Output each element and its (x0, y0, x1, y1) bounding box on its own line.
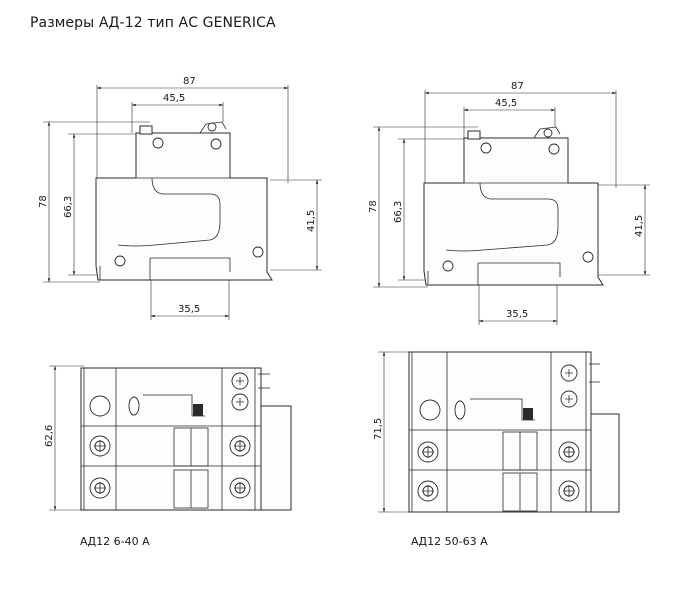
dim-label-width: 87 (511, 81, 524, 92)
side-view-left: 87 45,5 78 66,3 41,5 35,5 (38, 76, 322, 320)
dim-label-front-height: 71,5 (373, 418, 384, 440)
dim-label-inner-width: 45,5 (495, 98, 517, 109)
dim-label-front-height: 62,6 (44, 425, 55, 447)
front-view-50-63: 71,5 (373, 351, 620, 513)
dim-label-width: 87 (183, 76, 196, 87)
dim-label-rail-height: 41,5 (306, 210, 317, 232)
dim-label-rail-height: 41,5 (634, 215, 645, 237)
dim-label-inner-width: 45,5 (163, 93, 185, 104)
dim-label-height: 78 (368, 200, 379, 213)
dim-label-height: 78 (38, 195, 49, 208)
caption-ad12-6-40: АД12 6-40 А (80, 535, 150, 548)
dim-label-bottom-width: 35,5 (506, 309, 528, 320)
page-title: Размеры АД-12 тип АС GENERICA (30, 15, 276, 31)
dim-label-bottom-width: 35,5 (178, 304, 200, 315)
dim-label-body-height: 66,3 (393, 201, 404, 223)
caption-ad12-50-63: АД12 50-63 А (411, 535, 488, 548)
dim-label-body-height: 66,3 (63, 196, 74, 218)
side-view-right: 87 45,5 78 66,3 41,5 35,5 (368, 81, 650, 325)
front-view-6-40: 62,6 (44, 365, 292, 511)
